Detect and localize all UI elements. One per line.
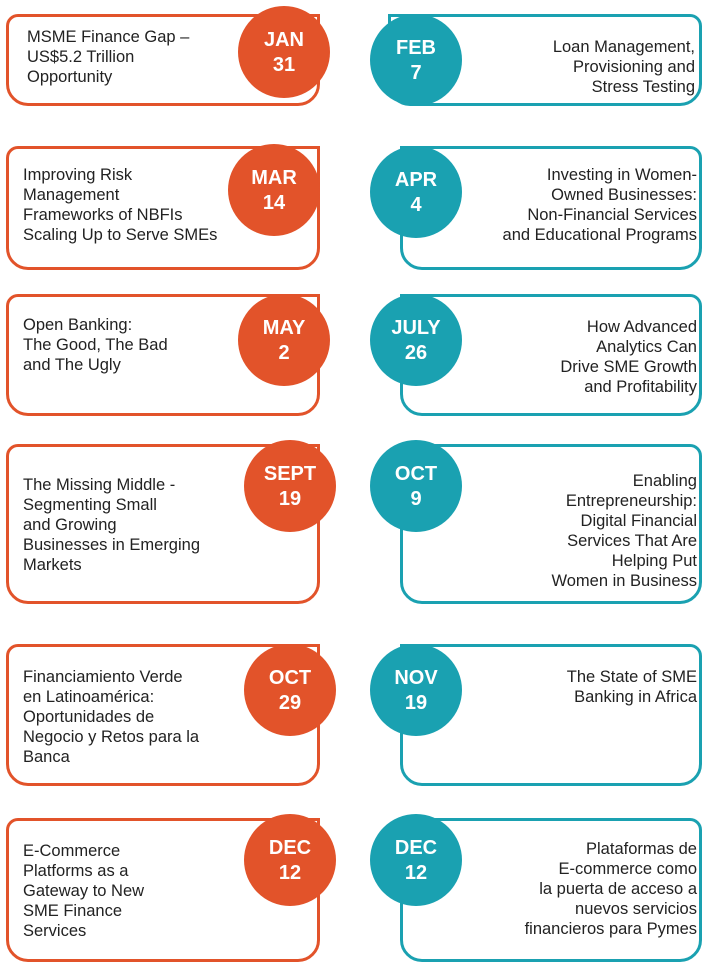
date-badge-feb-7: FEB 7: [370, 14, 462, 106]
date-badge-may-2: MAY 2: [238, 294, 330, 386]
date-badge-july-26: JULY 26: [370, 294, 462, 386]
date-month: OCT: [394, 463, 438, 485]
date-day: 26: [404, 342, 428, 364]
event-title: Enabling Entrepreneurship: Digital Finan…: [551, 472, 697, 590]
date-badge-jan-31: JAN 31: [238, 6, 330, 98]
date-badge-oct-9: OCT 9: [370, 440, 462, 532]
date-month: OCT: [268, 667, 312, 689]
date-badge-apr-4: APR 4: [370, 146, 462, 238]
date-day: 2: [278, 342, 290, 364]
event-title: Investing in Women- Owned Businesses: No…: [502, 166, 697, 244]
date-day: 12: [404, 862, 428, 884]
date-month: JAN: [263, 29, 304, 51]
date-day: 19: [278, 488, 302, 510]
date-month: JULY: [391, 317, 441, 339]
date-month: NOV: [394, 667, 438, 689]
event-title: E-Commerce Platforms as a Gateway to New…: [23, 842, 145, 940]
event-card-oct-9[interactable]: Enabling Entrepreneurship: Digital Finan…: [400, 444, 702, 604]
date-month: MAR: [251, 167, 297, 189]
date-badge-dec-12-right: DEC 12: [370, 814, 462, 906]
event-title: How Advanced Analytics Can Drive SME Gro…: [560, 318, 697, 396]
date-badge-dec-12-left: DEC 12: [244, 814, 336, 906]
date-badge-oct-29: OCT 29: [244, 644, 336, 736]
event-title: Plataformas de E-commerce como la puerta…: [524, 840, 697, 938]
date-day: 7: [410, 62, 422, 84]
date-month: SEPT: [263, 463, 317, 485]
date-day: 9: [410, 488, 422, 510]
date-day: 29: [278, 692, 302, 714]
date-day: 4: [410, 194, 422, 216]
date-month: APR: [394, 169, 438, 191]
date-month: DEC: [268, 837, 312, 859]
date-month: MAY: [262, 317, 306, 339]
date-month: FEB: [396, 37, 436, 59]
date-day: 19: [404, 692, 428, 714]
event-title: Financiamiento Verde en Latinoamérica: O…: [23, 668, 200, 766]
date-badge-sept-19: SEPT 19: [244, 440, 336, 532]
event-title: The State of SME Banking in Africa: [566, 668, 697, 706]
date-badge-nov-19: NOV 19: [370, 644, 462, 736]
event-title: Open Banking: The Good, The Bad and The …: [23, 316, 168, 374]
date-month: DEC: [394, 837, 438, 859]
event-title: Loan Management, Provisioning and Stress…: [552, 38, 695, 96]
event-title: MSME Finance Gap – US$5.2 Trillion Oppor…: [27, 28, 190, 86]
date-day: 12: [278, 862, 302, 884]
date-day: 14: [262, 192, 286, 214]
event-title: Improving Risk Management Frameworks of …: [23, 166, 218, 244]
event-title: The Missing Middle - Segmenting Small an…: [23, 476, 201, 574]
date-badge-mar-14: MAR 14: [228, 144, 320, 236]
date-day: 31: [272, 54, 296, 76]
